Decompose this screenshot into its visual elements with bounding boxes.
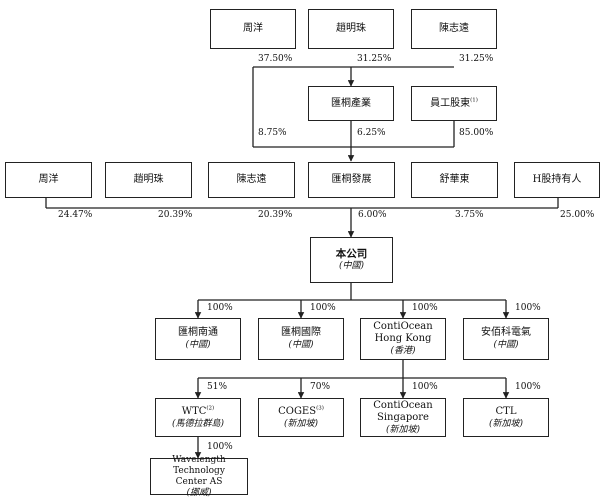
pct-contiocean-hk: 100% <box>412 303 438 313</box>
subsidiary-coges-name: COGES <box>278 405 317 417</box>
pct-h-company: 25.00% <box>560 210 595 220</box>
subsidiary-wtc-name: WTC <box>181 405 207 417</box>
subsidiary-contiocean-hk-name1: ContiOcean <box>373 321 433 332</box>
subsidiary-wtc-note: (2) <box>206 405 215 412</box>
pct-zhou-chanye: 37.50% <box>258 54 293 64</box>
pct-coges: 70% <box>310 382 331 392</box>
subsidiary-anbo: 安佰科電氣 (中國) <box>463 318 549 360</box>
holder-zhou-top-label: 周洋 <box>243 23 263 34</box>
subsidiary-nantong: 匯桐南通 (中國) <box>155 318 241 360</box>
shareholder-zhou-label: 周洋 <box>38 174 59 185</box>
subsidiary-anbo-name: 安佰科電氣 <box>481 327 531 338</box>
pct-wtc: 51% <box>207 382 228 392</box>
subsidiary-coges-loc: (新加坡) <box>283 418 319 429</box>
shareholder-chen-label: 陳志遠 <box>236 174 267 185</box>
subsidiary-coges-name-line: COGES(3) <box>278 405 324 418</box>
subsidiary-nantong-loc: (中國) <box>185 340 211 350</box>
pct-wavelength: 100% <box>207 442 233 452</box>
subsidiary-contiocean-hk-loc: (香港) <box>390 346 416 356</box>
subsidiary-ctl: CTL (新加坡) <box>463 398 549 437</box>
company-location: (中國) <box>338 261 365 271</box>
company-box: 本公司 (中國) <box>310 237 393 283</box>
shareholder-chen: 陳志遠 <box>208 162 295 198</box>
subsidiary-guoji: 匯桐國際 (中國) <box>258 318 344 360</box>
pct-shu-company: 3.75% <box>455 210 484 220</box>
employee-holders-text: 員工股東 <box>430 97 471 109</box>
company-name: 本公司 <box>335 248 368 260</box>
subsidiary-coges-note: (3) <box>316 405 324 412</box>
subsidiary-contiocean-sg: ContiOcean Singapore (新加坡) <box>360 398 446 437</box>
pct-employees-fazhan: 85.00% <box>459 128 494 138</box>
subsidiary-contiocean-sg-name2: Singapore <box>377 411 429 423</box>
subsidiary-wtc: WTC(2) (馬德拉群島) <box>155 398 241 437</box>
shareholder-zhao-label: 趙明珠 <box>133 174 164 185</box>
subsidiary-wavelength-name2: Center AS <box>175 476 223 487</box>
pct-zhou-company: 24.47% <box>58 210 93 220</box>
entity-employee-holders: 員工股東(1) <box>411 86 497 121</box>
subsidiary-nantong-name: 匯桐南通 <box>178 327 218 338</box>
employee-holders-note: (1) <box>470 97 478 104</box>
subsidiary-wavelength-name1: Wavelength Technology <box>172 454 226 476</box>
holder-zhao-top-label: 趙明珠 <box>336 23 366 34</box>
subsidiary-ctl-loc: (新加坡) <box>488 418 524 429</box>
shareholder-huizhi-fazhan-label: 匯桐發展 <box>331 174 372 185</box>
pct-chen-company: 20.39% <box>258 210 293 220</box>
pct-nantong: 100% <box>207 303 233 313</box>
shareholder-shu: 舒華東 <box>411 162 498 198</box>
pct-zhou-fazhan: 8.75% <box>258 128 287 138</box>
subsidiary-anbo-loc: (中國) <box>493 340 519 350</box>
subsidiary-wavelength-loc: (挪威) <box>186 487 212 498</box>
pct-zhao-chanye: 31.25% <box>357 54 392 64</box>
holder-zhou-top: 周洋 <box>210 9 296 49</box>
pct-contiocean-sg: 100% <box>412 382 438 392</box>
subsidiary-contiocean-hk-name2: Hong Kong <box>374 333 432 344</box>
pct-fazhan-company: 6.00% <box>358 210 387 220</box>
subsidiary-wavelength: Wavelength Technology Center AS (挪威) <box>150 454 248 498</box>
holder-chen-top: 陳志遠 <box>411 9 497 49</box>
holder-chen-top-label: 陳志遠 <box>439 23 469 34</box>
pct-zhao-company: 20.39% <box>158 210 193 220</box>
shareholder-huizhi-fazhan: 匯桐發展 <box>308 162 395 198</box>
pct-ctl: 100% <box>515 382 541 392</box>
pct-chanye-fazhan: 6.25% <box>357 128 386 138</box>
shareholder-zhou: 周洋 <box>5 162 92 198</box>
subsidiary-contiocean-sg-name1: ContiOcean <box>373 399 433 411</box>
shareholder-zhao: 趙明珠 <box>105 162 192 198</box>
entity-huizhi-chanye: 匯桐產業 <box>308 86 394 121</box>
subsidiary-contiocean-sg-loc: (新加坡) <box>385 424 421 435</box>
entity-employee-holders-label: 員工股東(1) <box>430 97 478 110</box>
shareholder-shu-label: 舒華東 <box>439 174 470 185</box>
shareholder-h-holders-label: H股持有人 <box>532 174 582 185</box>
subsidiary-guoji-name: 匯桐國際 <box>281 327 321 338</box>
pct-anbo: 100% <box>515 303 541 313</box>
subsidiary-contiocean-hk: ContiOcean Hong Kong (香港) <box>360 318 446 360</box>
shareholder-h-holders: H股持有人 <box>514 162 600 198</box>
pct-guoji: 100% <box>310 303 336 313</box>
subsidiary-coges: COGES(3) (新加坡) <box>258 398 344 437</box>
subsidiary-ctl-name: CTL <box>495 405 517 417</box>
entity-huizhi-chanye-label: 匯桐產業 <box>331 97 371 109</box>
subsidiary-wtc-name-line: WTC(2) <box>181 405 215 418</box>
pct-chen-chanye: 31.25% <box>459 54 494 64</box>
holder-zhao-top: 趙明珠 <box>308 9 394 49</box>
subsidiary-wtc-loc: (馬德拉群島) <box>171 418 225 429</box>
subsidiary-guoji-loc: (中國) <box>288 340 314 350</box>
